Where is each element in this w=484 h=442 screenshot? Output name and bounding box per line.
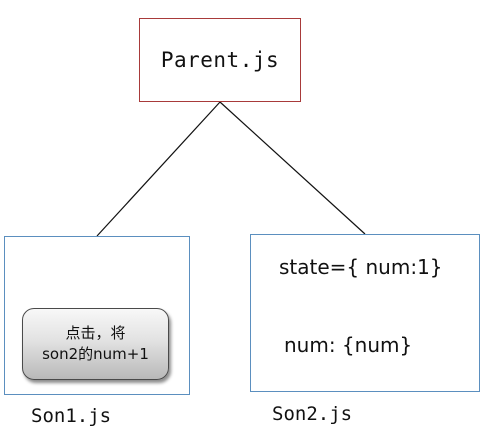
increment-button-label-line2: son2的num+1: [42, 345, 149, 363]
increment-button-label-line1: 点击，将: [65, 324, 126, 342]
parent-component-label: Parent.js: [160, 48, 280, 72]
connector-parent-son2: [219, 101, 366, 235]
son2-component-label: Son2.js: [272, 403, 353, 425]
son2-num-display: num: {num}: [284, 333, 413, 357]
son2-component-box: state={ num:1} num: {num}: [250, 234, 480, 392]
son1-component-box: 点击，将 son2的num+1: [4, 236, 190, 395]
son1-component-label: Son1.js: [31, 405, 112, 427]
parent-component-box: Parent.js: [139, 18, 301, 102]
son2-state-text: state={ num:1}: [279, 255, 443, 279]
connector-parent-son1: [96, 101, 221, 237]
increment-son2-num-button[interactable]: 点击，将 son2的num+1: [22, 308, 169, 380]
